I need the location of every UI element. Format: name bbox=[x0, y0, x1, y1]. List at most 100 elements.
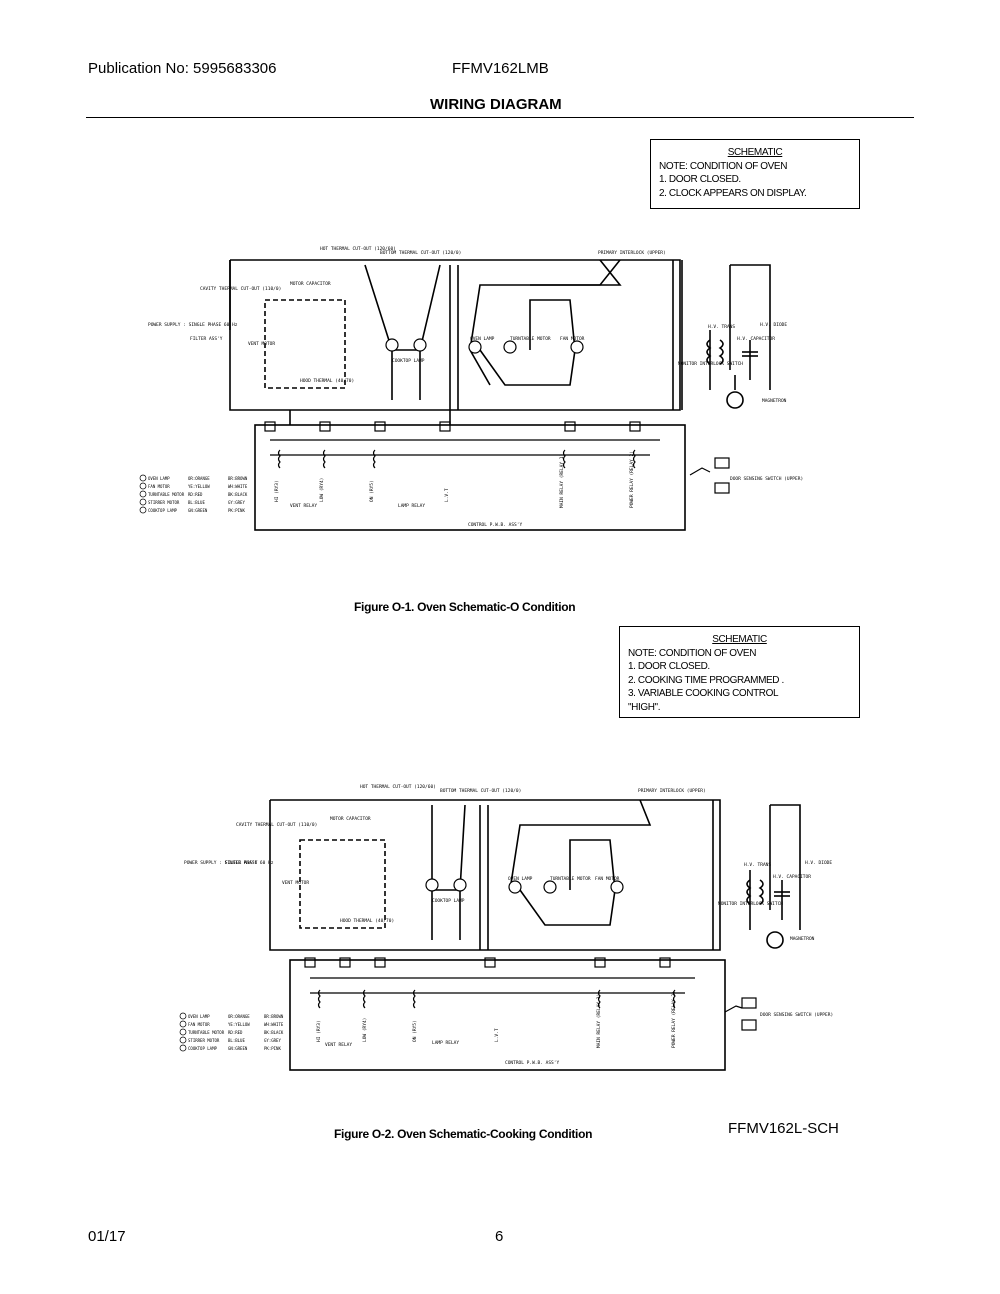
primary-interlock-label: PRIMARY INTERLOCK (UPPER) bbox=[598, 250, 666, 256]
svg-text:GN:GREEN: GN:GREEN bbox=[228, 1046, 248, 1051]
hv-trans-label: H.V. TRANS bbox=[708, 324, 735, 330]
svg-text:OVEN LAMP: OVEN LAMP bbox=[188, 1014, 210, 1019]
legend-row: TURNTABLE MOTOR RD:RED BK:BLACK bbox=[139, 490, 248, 498]
filter-label: FILTER ASS'Y bbox=[225, 860, 258, 866]
legend-row: STIRRER MOTOR BL:BLUE GY:GREY bbox=[179, 1036, 281, 1044]
note-line: "HIGH". bbox=[628, 701, 661, 713]
fan-motor-label: FAN MOTOR bbox=[595, 876, 620, 882]
motor-capacitor-label: MOTOR CAPACITOR bbox=[330, 816, 371, 822]
monitor-interlock-label: MONITOR INTERLOCK SWITCH bbox=[678, 361, 743, 367]
magnetron-label: MAGNETRON bbox=[790, 936, 815, 942]
relay-power-label: POWER RELAY (RELAY 2) bbox=[671, 991, 677, 1048]
svg-text:BR:BROWN: BR:BROWN bbox=[228, 476, 248, 481]
svg-text:BK:BLACK: BK:BLACK bbox=[228, 492, 248, 497]
oven-lamp-label: OVEN LAMP bbox=[470, 336, 495, 342]
svg-text:FAN MOTOR: FAN MOTOR bbox=[148, 484, 170, 489]
power-supply-label: POWER SUPPLY : SINGLE PHASE 60 Hz bbox=[184, 860, 274, 866]
note-line: 3. VARIABLE COOKING CONTROL bbox=[628, 688, 779, 699]
wiring-schematic-2: HOT THERMAL CUT-OUT (120/60) BOTTOM THER… bbox=[179, 784, 833, 1071]
svg-text:PK:PINK: PK:PINK bbox=[228, 508, 245, 513]
model-number: FFMV162LMB bbox=[452, 60, 549, 77]
svg-text:BK:BLACK: BK:BLACK bbox=[264, 1030, 284, 1035]
primary-interlock-label: PRIMARY INTERLOCK (UPPER) bbox=[638, 788, 706, 794]
magnetron-label: MAGNETRON bbox=[762, 398, 787, 404]
fan-motor-label: FAN MOTOR bbox=[560, 336, 585, 342]
hot-thermal-label: HOT THERMAL CUT-OUT (120/60) bbox=[320, 246, 396, 252]
turntable-motor-label: TURNTABLE MOTOR bbox=[510, 336, 551, 342]
cavity-thermal-label: CAVITY THERMAL CUT-OUT (110/0) bbox=[200, 286, 281, 292]
relay-low-label: LOW (RY4) bbox=[362, 1018, 368, 1042]
legend-row: STIRRER MOTOR BL:BLUE GY:GREY bbox=[139, 498, 245, 506]
svg-text:YE:YELLOW: YE:YELLOW bbox=[188, 484, 210, 489]
relay-lvt-label: L.V.T bbox=[494, 1028, 500, 1042]
bottom-thermal-label: BOTTOM THERMAL CUT-OUT (120/0) bbox=[380, 250, 461, 256]
hv-diode-label: H.V. DIODE bbox=[760, 322, 787, 328]
schematic-code: FFMV162L-SCH bbox=[728, 1120, 839, 1137]
cooktop-lamp-label: COOKTOP LAMP bbox=[392, 358, 425, 364]
hv-capacitor-label: H.V. CAPACITOR bbox=[737, 336, 775, 342]
legend-row: OVEN LAMP OR:ORANGE BR:BROWN bbox=[179, 1012, 284, 1020]
header-rule bbox=[86, 117, 914, 118]
figure-1-caption: Figure O-1. Oven Schematic-O Condition bbox=[354, 600, 576, 614]
svg-text:COOKTOP LAMP: COOKTOP LAMP bbox=[148, 508, 177, 513]
hood-thermal-label: HOOD THERMAL (40/70) bbox=[300, 378, 354, 384]
svg-text:WH:WHITE: WH:WHITE bbox=[228, 484, 248, 489]
relay-on-label: ON (RY5) bbox=[412, 1020, 418, 1042]
svg-text:WH:WHITE: WH:WHITE bbox=[264, 1022, 284, 1027]
control-pwb-label: CONTROL P.W.B. ASS'Y bbox=[505, 1060, 559, 1066]
svg-text:RD:RED: RD:RED bbox=[228, 1030, 243, 1035]
lamp-relay-label: LAMP RELAY bbox=[432, 1040, 459, 1046]
note-line: 2. CLOCK APPEARS ON DISPLAY. bbox=[659, 187, 807, 199]
bottom-thermal-label: BOTTOM THERMAL CUT-OUT (120/0) bbox=[440, 788, 521, 794]
svg-text:OR:ORANGE: OR:ORANGE bbox=[188, 476, 210, 481]
svg-text:TURNTABLE MOTOR: TURNTABLE MOTOR bbox=[188, 1030, 225, 1035]
vent-relay-label: VENT RELAY bbox=[325, 1042, 352, 1048]
svg-text:TURNTABLE MOTOR: TURNTABLE MOTOR bbox=[148, 492, 185, 497]
note-line: NOTE: CONDITION OF OVEN bbox=[628, 647, 757, 659]
monitor-interlock-label: MONITOR INTERLOCK SWITCH bbox=[718, 901, 783, 907]
vent-relay-label: VENT RELAY bbox=[290, 503, 317, 509]
svg-text:GY:GREY: GY:GREY bbox=[264, 1038, 281, 1043]
note-title: SCHEMATIC bbox=[727, 147, 783, 158]
oven-lamp-label: OVEN LAMP bbox=[508, 876, 533, 882]
note-line: NOTE: CONDITION OF OVEN bbox=[659, 160, 788, 172]
schematic-note-2: SCHEMATIC NOTE: CONDITION OF OVEN 1. DOO… bbox=[619, 626, 860, 718]
page-number: 6 bbox=[495, 1228, 504, 1245]
svg-text:GY:GREY: GY:GREY bbox=[228, 500, 245, 505]
legend-row: COOKTOP LAMP GN:GREEN PK:PINK bbox=[139, 506, 245, 514]
relay-hi-label: HI (RY3) bbox=[316, 1020, 322, 1042]
footer-date: 01/17 bbox=[88, 1228, 126, 1245]
relay-main-label: MAIN RELAY (RELAY 1) bbox=[559, 454, 565, 508]
legend-row: TURNTABLE MOTOR RD:RED BK:BLACK bbox=[179, 1028, 284, 1036]
hv-capacitor-label: H.V. CAPACITOR bbox=[773, 874, 811, 880]
svg-text:BL:BLUE: BL:BLUE bbox=[228, 1038, 245, 1043]
relay-main-label: MAIN RELAY (RELAY 1) bbox=[596, 994, 602, 1048]
relay-power-label: POWER RELAY (RELAY 2) bbox=[629, 451, 635, 508]
note-title: SCHEMATIC bbox=[712, 634, 767, 645]
schematic-note-1: SCHEMATIC NOTE: CONDITION OF OVEN 1. DOO… bbox=[650, 139, 860, 209]
svg-text:COOKTOP LAMP: COOKTOP LAMP bbox=[188, 1046, 217, 1051]
svg-text:BL:BLUE: BL:BLUE bbox=[188, 500, 205, 505]
filter-label: FILTER ASS'Y bbox=[190, 336, 223, 342]
svg-text:GN:GREEN: GN:GREEN bbox=[188, 508, 208, 513]
legend-row: COOKTOP LAMP GN:GREEN PK:PINK bbox=[179, 1044, 281, 1052]
hv-diode-label: H.V. DIODE bbox=[805, 860, 832, 866]
power-supply-label: POWER SUPPLY : SINGLE PHASE 60 Hz bbox=[148, 322, 238, 328]
svg-text:STIRRER MOTOR: STIRRER MOTOR bbox=[148, 500, 180, 505]
legend-row: FAN MOTOR YE:YELLOW WH:WHITE bbox=[139, 482, 248, 490]
svg-text:PK:PINK: PK:PINK bbox=[264, 1046, 281, 1051]
hot-thermal-label: HOT THERMAL CUT-OUT (120/60) bbox=[360, 784, 436, 790]
svg-text:STIRRER MOTOR: STIRRER MOTOR bbox=[188, 1038, 220, 1043]
note-line: 2. COOKING TIME PROGRAMMED . bbox=[628, 674, 784, 686]
hv-trans-label: H.V. TRANS bbox=[744, 862, 771, 868]
svg-text:OR:ORANGE: OR:ORANGE bbox=[228, 1014, 250, 1019]
page-title: WIRING DIAGRAM bbox=[430, 96, 562, 113]
relay-low-label: LOW (RY4) bbox=[319, 478, 325, 502]
svg-text:YE:YELLOW: YE:YELLOW bbox=[228, 1022, 250, 1027]
door-sensing-label: DOOR SENSING SWITCH (UPPER) bbox=[760, 1012, 833, 1018]
note-line: 1. DOOR CLOSED. bbox=[628, 661, 710, 672]
relay-on-label: ON (RY5) bbox=[369, 480, 375, 502]
publication-number: Publication No: 5995683306 bbox=[88, 60, 277, 77]
legend-row: FAN MOTOR YE:YELLOW WH:WHITE bbox=[179, 1020, 284, 1028]
figure-2-caption: Figure O-2. Oven Schematic-Cooking Condi… bbox=[334, 1127, 593, 1141]
